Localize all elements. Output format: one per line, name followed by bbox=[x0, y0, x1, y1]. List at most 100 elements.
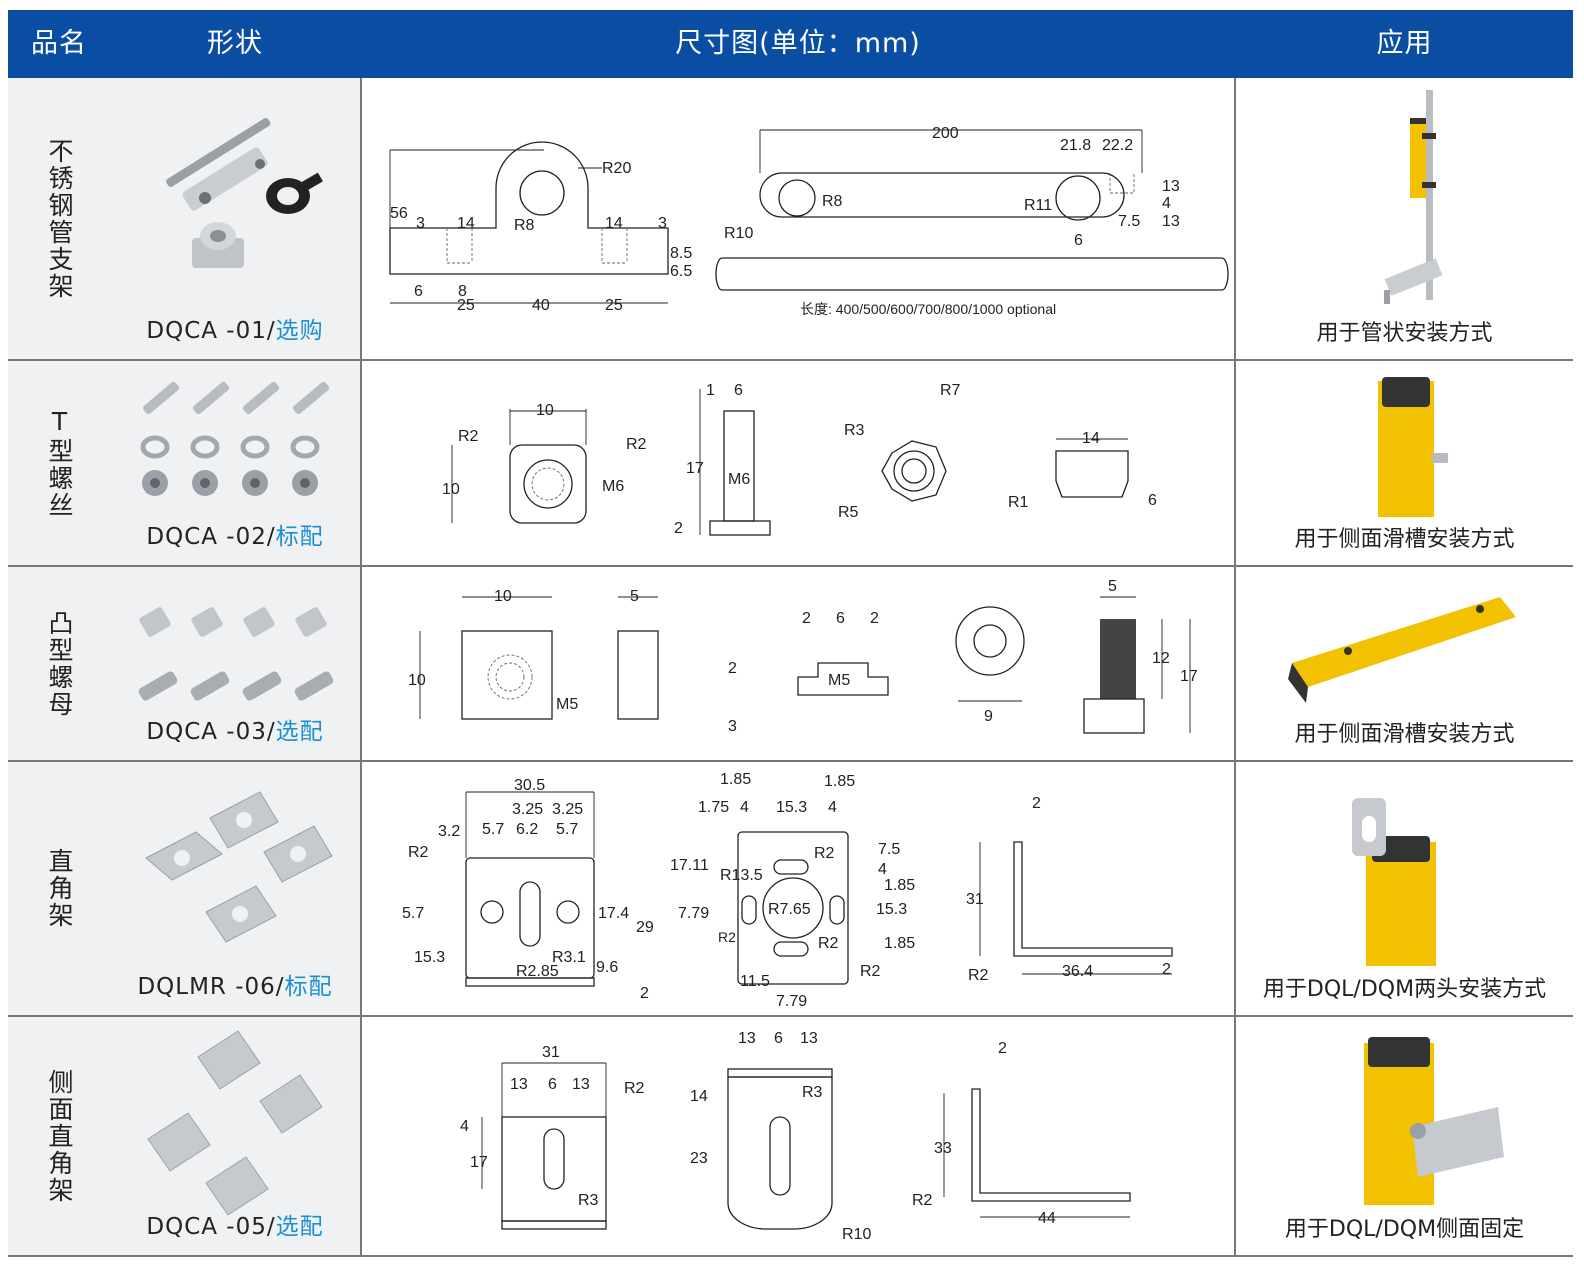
dim-label: 1.75 bbox=[698, 799, 729, 816]
dim-label: 36.4 bbox=[1062, 963, 1093, 980]
table-row-dqca-02: T型螺丝 DQCA -02/标配 bbox=[8, 361, 1573, 565]
dim-label: 17 bbox=[1180, 668, 1198, 685]
dim-label: 4 bbox=[878, 861, 887, 878]
dim-label: 13 bbox=[800, 1030, 818, 1047]
dim-label: 1.85 bbox=[824, 773, 855, 790]
dim-label: 14 bbox=[605, 215, 623, 232]
dim-label: 2 bbox=[1162, 961, 1171, 978]
application-text: 用于DQL/DQM侧面固定 bbox=[1284, 1217, 1525, 1242]
dimension-drawing-cell: 10 R2 R2 10 M6 1 6 17 M6 2 R7 R3 R5 14 R… bbox=[360, 361, 1236, 565]
dim-label: 11.5 bbox=[740, 973, 770, 990]
optional-link[interactable]: 选配 bbox=[275, 1214, 324, 1240]
dim-label: R3 bbox=[802, 1084, 823, 1101]
dimension-drawing-dqca-01: 56 R20 R8 3 14 14 3 8.5 6.5 6 8 25 40 25… bbox=[389, 125, 1229, 317]
dim-label: 40 bbox=[532, 297, 550, 314]
dim-label: R10 bbox=[842, 1226, 871, 1243]
dim-label: R11 bbox=[1024, 197, 1052, 214]
standard-link[interactable]: 标配 bbox=[284, 974, 333, 1000]
dim-label: 14 bbox=[690, 1088, 708, 1105]
dim-label: 4 bbox=[1162, 195, 1171, 212]
dim-label: 6.5 bbox=[670, 263, 692, 280]
dim-label: 4 bbox=[460, 1118, 469, 1135]
dim-label: 6 bbox=[1148, 492, 1157, 509]
row-divider bbox=[8, 1015, 1573, 1017]
product-code: DQCA -03/选配 bbox=[146, 719, 324, 745]
dim-label: 31 bbox=[966, 891, 984, 908]
side-bracket-photo bbox=[147, 1030, 323, 1216]
dim-label: 5.7 bbox=[556, 821, 578, 838]
dim-label: R2 bbox=[912, 1192, 933, 1209]
dim-label: 2 bbox=[998, 1040, 1007, 1057]
dim-label: 10 bbox=[494, 588, 512, 605]
product-code: DQCA -05/选配 bbox=[146, 1214, 324, 1240]
table-row-dqca-03: 凸型螺母 DQCA -03/选配 10 10 M5 bbox=[8, 567, 1573, 760]
shape-cell: DQCA -05/选配 bbox=[110, 1017, 360, 1255]
dim-label: 2 bbox=[802, 610, 811, 627]
product-name: T型螺丝 bbox=[45, 407, 74, 519]
dim-label: R2 bbox=[818, 935, 839, 952]
dim-label: 3.25 bbox=[552, 801, 583, 818]
length-note: 长度: 400/500/600/700/800/1000 optional bbox=[800, 301, 1056, 317]
application-cell: 用于侧面滑槽安装方式 bbox=[1236, 567, 1573, 760]
dim-label: 3 bbox=[416, 215, 425, 232]
dim-label: 13 bbox=[738, 1030, 756, 1047]
dim-label: 10 bbox=[536, 402, 554, 419]
standard-link[interactable]: 标配 bbox=[275, 524, 324, 550]
dim-label: M5 bbox=[828, 672, 850, 689]
dim-label: M6 bbox=[728, 471, 750, 488]
dimension-drawing-dqca-05: 31 13 6 13 R2 4 17 R3 13 6 13 14 R3 23 R… bbox=[460, 1030, 1131, 1243]
dim-label: 17 bbox=[470, 1154, 488, 1171]
dim-label: 13 bbox=[572, 1076, 590, 1093]
product-name: 侧面直角架 bbox=[45, 1068, 74, 1204]
dim-label: R2 bbox=[968, 967, 989, 984]
dim-label: 5.7 bbox=[482, 821, 504, 838]
shape-cell: DQLMR -06/标配 bbox=[110, 762, 360, 1015]
header-name: 品名 bbox=[31, 28, 87, 59]
dim-label: 3.2 bbox=[438, 823, 460, 840]
application-cell: 用于DQL/DQM侧面固定 bbox=[1236, 1017, 1573, 1255]
product-code: DQCA -02/标配 bbox=[146, 524, 324, 550]
table-row-dqca-05: 侧面直角架 DQCA -05/选配 31 13 6 13 R2 4 17 R3 bbox=[8, 1017, 1573, 1255]
application-cell: 用于侧面滑槽安装方式 bbox=[1236, 361, 1573, 565]
stainless-bracket-photo bbox=[166, 117, 323, 268]
dim-label: 9 bbox=[984, 708, 993, 725]
shape-cell: DQCA -03/选配 bbox=[110, 567, 360, 760]
dim-label: 2 bbox=[728, 660, 737, 677]
dim-label: 1.85 bbox=[720, 771, 751, 788]
dim-label: 3 bbox=[728, 718, 737, 735]
dim-label: 9.6 bbox=[596, 959, 618, 976]
dim-label: 13 bbox=[1162, 178, 1180, 195]
application-text: 用于DQL/DQM两头安装方式 bbox=[1262, 977, 1547, 1002]
dim-label: R3.1 bbox=[552, 949, 586, 966]
dim-label: 17.11 bbox=[670, 857, 709, 874]
dim-label: 14 bbox=[1082, 430, 1100, 447]
t-nut-photo bbox=[138, 607, 334, 701]
product-code: DQLMR -06/标配 bbox=[137, 974, 333, 1000]
dimension-drawing-dqlmr-06: 30.5 3.25 3.25 3.2 5.7 6.2 5.7 R2 5.7 17… bbox=[402, 771, 1173, 1010]
dim-label: 7.79 bbox=[678, 905, 709, 922]
dim-label: M6 bbox=[602, 478, 624, 495]
dim-label: 15.3 bbox=[776, 799, 807, 816]
dim-label: 2 bbox=[1032, 795, 1041, 812]
dim-label: R8 bbox=[514, 217, 535, 234]
dim-label: R2 bbox=[458, 428, 479, 445]
dim-label: R2 bbox=[718, 929, 736, 945]
application-text: 用于侧面滑槽安装方式 bbox=[1294, 527, 1515, 552]
dim-label: 12 bbox=[1152, 650, 1170, 667]
dim-label: R20 bbox=[602, 160, 631, 177]
dim-label: R2 bbox=[408, 844, 429, 861]
dimension-drawing-cell: 30.5 3.25 3.25 3.2 5.7 6.2 5.7 R2 5.7 17… bbox=[360, 762, 1236, 1015]
optional-link[interactable]: 选配 bbox=[275, 719, 324, 745]
purchase-link[interactable]: 选购 bbox=[275, 318, 324, 344]
dim-label: 10 bbox=[408, 672, 426, 689]
dimension-drawing-dqca-03: 10 10 M5 5 2 6 2 2 M5 3 9 5 12 17 bbox=[408, 578, 1198, 735]
dim-label: 6 bbox=[836, 610, 845, 627]
dim-label: 30.5 bbox=[514, 777, 545, 794]
dim-label: R1 bbox=[1008, 494, 1029, 511]
application-photo bbox=[1364, 1037, 1504, 1205]
dim-label: 6 bbox=[414, 283, 423, 300]
product-name: 不锈钢管支架 bbox=[45, 137, 74, 300]
application-photo bbox=[1352, 798, 1436, 966]
dim-label: 1.85 bbox=[884, 935, 915, 952]
dim-label: 1 bbox=[706, 382, 715, 399]
